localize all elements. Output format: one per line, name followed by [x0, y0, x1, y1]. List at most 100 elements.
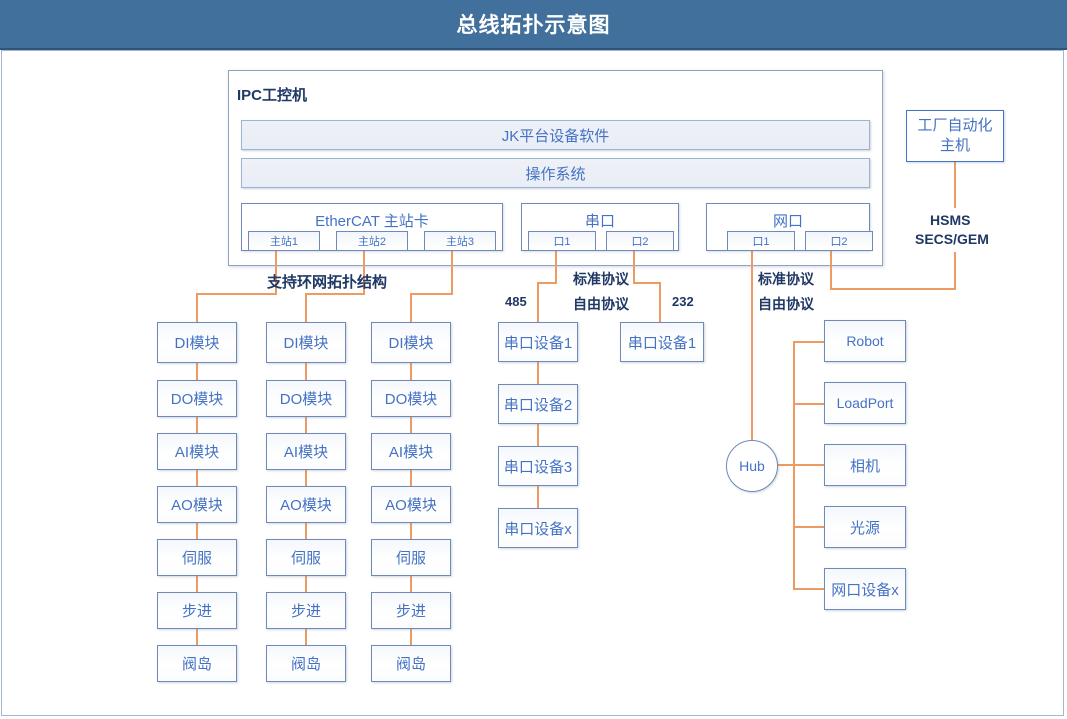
- connector-nd-4: [793, 588, 825, 590]
- serial-caption: 串口: [584, 213, 615, 230]
- io-module-c2-2[interactable]: AI模块: [266, 433, 346, 470]
- io-module-c2-3[interactable]: AO模块: [266, 486, 346, 523]
- serial-port-card: 串口 口1 口2: [521, 203, 679, 251]
- hub-label: Hub: [739, 458, 765, 474]
- net-free-protocol-label: 自由协议: [758, 296, 814, 312]
- connector-nd-2: [793, 464, 825, 466]
- io-module-c1-2[interactable]: AI模块: [157, 433, 237, 470]
- network-caption: 网口: [772, 213, 803, 230]
- network-port-card: 网口 口1 口2: [706, 203, 873, 251]
- io-module-c1-4[interactable]: 伺服: [157, 539, 237, 576]
- serial-device-3[interactable]: 串口设备x: [498, 508, 578, 548]
- ethercat-port-3[interactable]: 主站3: [424, 231, 496, 251]
- io-module-c3-3[interactable]: AO模块: [371, 486, 451, 523]
- connector-c3-6: [410, 629, 412, 645]
- io-module-c3-2[interactable]: AI模块: [371, 433, 451, 470]
- io-module-c3-0[interactable]: DI模块: [371, 322, 451, 363]
- net-device-3[interactable]: 光源: [824, 506, 906, 548]
- connector-ec1-b: [196, 293, 277, 295]
- io-module-c1-1[interactable]: DO模块: [157, 380, 237, 417]
- connector-host-down: [954, 162, 956, 208]
- net-device-0[interactable]: Robot: [824, 320, 906, 362]
- io-module-c2-4[interactable]: 伺服: [266, 539, 346, 576]
- ethercat-port-1[interactable]: 主站1: [248, 231, 320, 251]
- serial-device-2[interactable]: 串口设备3: [498, 446, 578, 486]
- connector-c1-1: [196, 363, 198, 380]
- connector-c3-5: [410, 576, 412, 592]
- connector-ec3-b: [410, 293, 453, 295]
- host-line-2: 主机: [939, 137, 970, 154]
- connector-c2-1: [305, 363, 307, 380]
- connector-ec1-a: [275, 251, 277, 294]
- host-line-1: 工厂自动化: [917, 116, 993, 134]
- connector-ec2-c: [305, 293, 307, 322]
- connector-ec2-b: [305, 293, 365, 295]
- connector-c3-2: [410, 417, 412, 433]
- net-device-4[interactable]: 网口设备x: [824, 568, 906, 610]
- io-module-c3-1[interactable]: DO模块: [371, 380, 451, 417]
- connector-sd-2: [537, 424, 539, 446]
- io-module-c1-6[interactable]: 阀岛: [157, 645, 237, 682]
- connector-nd-0: [793, 341, 825, 343]
- ring-topology-label: 支持环网拓扑结构: [267, 274, 388, 291]
- page-title: 总线拓扑示意图: [456, 14, 611, 37]
- io-module-c2-0[interactable]: DI模块: [266, 322, 346, 363]
- network-port-1[interactable]: 口1: [727, 231, 795, 251]
- net-standard-protocol-label: 标准协议: [758, 271, 814, 287]
- io-module-c1-0[interactable]: DI模块: [157, 322, 237, 363]
- connector-s1-a: [555, 251, 557, 283]
- connector-c2-2: [305, 417, 307, 433]
- connector-s2-a: [633, 251, 635, 283]
- connector-c2-3: [305, 470, 307, 486]
- serial-device-single[interactable]: 串口设备1: [620, 322, 704, 362]
- io-module-c3-4[interactable]: 伺服: [371, 539, 451, 576]
- serial-port-2[interactable]: 口2: [606, 231, 674, 251]
- serial-device-1[interactable]: 串口设备2: [498, 384, 578, 424]
- connector-ec3-a: [451, 251, 453, 294]
- connector-netport2-down: [830, 251, 832, 290]
- factory-automation-host: 工厂自动化 主机: [906, 110, 1004, 162]
- connector-c3-1: [410, 363, 412, 380]
- network-port-2[interactable]: 口2: [805, 231, 873, 251]
- connector-c1-6: [196, 629, 198, 645]
- ethercat-master-card: EtherCAT 主站卡 主站1 主站2 主站3: [241, 203, 503, 251]
- serial-standard-protocol-label: 标准协议: [573, 271, 629, 287]
- connector-c2-4: [305, 523, 307, 539]
- connector-s2-b: [633, 282, 661, 284]
- io-module-c1-3[interactable]: AO模块: [157, 486, 237, 523]
- hub-node[interactable]: Hub: [726, 440, 778, 492]
- serial-device-0[interactable]: 串口设备1: [498, 322, 578, 362]
- net-device-1[interactable]: LoadPort: [824, 382, 906, 424]
- io-module-c3-6[interactable]: 阀岛: [371, 645, 451, 682]
- connector-sd-3: [537, 486, 539, 508]
- connector-c1-3: [196, 470, 198, 486]
- hsms-label: HSMS: [930, 212, 971, 228]
- connector-s2-c: [659, 282, 661, 322]
- net-device-2[interactable]: 相机: [824, 444, 906, 486]
- connector-s1-b: [537, 282, 557, 284]
- io-module-c2-5[interactable]: 步进: [266, 592, 346, 629]
- connector-net1-to-hub: [751, 251, 753, 441]
- connector-c2-6: [305, 629, 307, 645]
- connector-ec1-c: [196, 293, 198, 322]
- rs485-label: 485: [505, 294, 527, 309]
- ethercat-port-2[interactable]: 主站2: [336, 231, 408, 251]
- serial-port-1[interactable]: 口1: [528, 231, 596, 251]
- connector-nd-3: [793, 526, 825, 528]
- connector-c2-5: [305, 576, 307, 592]
- connector-host-horizontal: [830, 288, 956, 290]
- connector-sd-1: [537, 362, 539, 384]
- io-module-c2-6[interactable]: 阀岛: [266, 645, 346, 682]
- jk-platform-software-bar: JK平台设备软件: [241, 120, 870, 150]
- connector-host-down-2: [954, 252, 956, 290]
- io-module-c2-1[interactable]: DO模块: [266, 380, 346, 417]
- rs232-label: 232: [672, 294, 694, 309]
- connector-c1-5: [196, 576, 198, 592]
- connector-ec3-c: [410, 293, 412, 322]
- connector-c3-3: [410, 470, 412, 486]
- secs-gem-label: SECS/GEM: [915, 231, 989, 247]
- io-module-c1-5[interactable]: 步进: [157, 592, 237, 629]
- io-module-c3-5[interactable]: 步进: [371, 592, 451, 629]
- connector-c1-2: [196, 417, 198, 433]
